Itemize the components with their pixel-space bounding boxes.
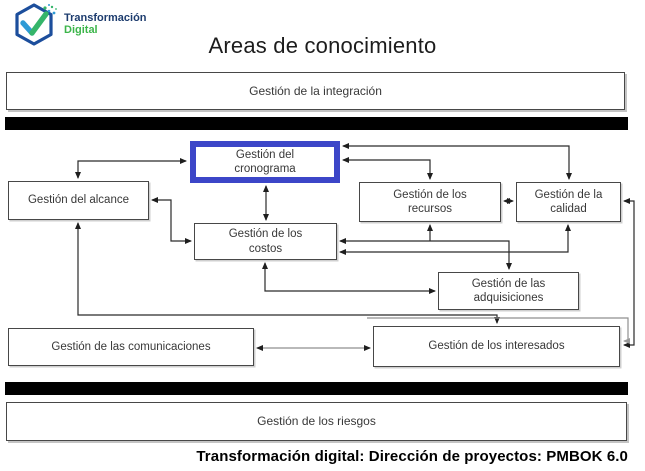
divider-bar-bottom: [5, 382, 628, 395]
node-gestion-riesgos: Gestión de los riesgos: [6, 402, 627, 441]
node-label: Gestión de las comunicaciones: [51, 340, 211, 353]
node-label: Gestión de los recursos: [393, 188, 467, 215]
logo-line1: Transformación: [64, 12, 147, 25]
node-gestion-recursos: Gestión de los recursos: [359, 182, 501, 222]
node-gestion-cronograma: Gestión del cronograma: [190, 141, 340, 183]
node-label: Gestión de los interesados: [428, 340, 565, 353]
node-gestion-calidad: Gestión de la calidad: [516, 182, 621, 222]
node-gestion-interesados: Gestión de los interesados: [373, 326, 620, 367]
footer-caption: Transformación digital: Dirección de pro…: [196, 448, 628, 465]
node-label: Gestión de los riesgos: [257, 414, 376, 428]
logo-line2: Digital: [64, 24, 98, 36]
node-label: Gestión del alcance: [27, 194, 129, 207]
logo-wordmark: Transformación Digital: [64, 13, 147, 36]
divider-bar-top: [5, 117, 628, 130]
node-gestion-integracion: Gestión de la integración: [6, 72, 625, 110]
hexagon-check-icon: [15, 3, 57, 46]
node-gestion-alcance: Gestión del alcance: [8, 181, 149, 220]
node-label: Gestión de los costos: [228, 228, 303, 255]
node-label: Gestión de la calidad: [534, 188, 603, 215]
node-label: Gestión de la integración: [249, 83, 382, 98]
transformacion-digital-logo: Transformación Digital: [10, 2, 147, 48]
node-gestion-adquisiciones: Gestión de las adquisiciones: [438, 272, 579, 310]
node-gestion-costos: Gestión de los costos: [194, 223, 337, 260]
node-label: Gestión de las adquisiciones: [471, 277, 546, 304]
node-label: Gestión del cronograma: [234, 148, 296, 175]
page-title: Areas de conocimiento: [208, 33, 437, 58]
node-gestion-comunicaciones: Gestión de las comunicaciones: [8, 328, 254, 366]
